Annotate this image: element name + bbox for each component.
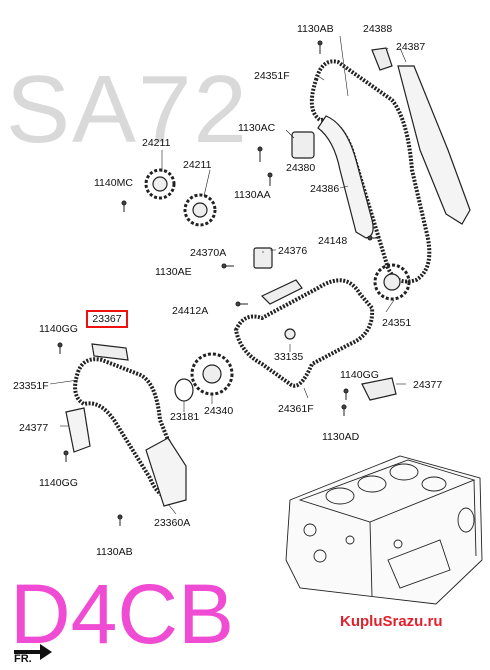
sprocket-24211-a xyxy=(144,168,176,200)
label-24376: 24376 xyxy=(278,245,308,257)
label-24361F: 24361F xyxy=(278,403,314,415)
label-24211-a: 24211 xyxy=(142,137,171,149)
sprocket-24211-b xyxy=(183,193,217,227)
label-24380: 24380 xyxy=(286,162,316,174)
label-24412A: 24412A xyxy=(172,305,209,317)
label-1140GG-left: 1140GG xyxy=(39,323,78,335)
label-24387: 24387 xyxy=(396,41,426,53)
upper-timing-chain xyxy=(309,59,432,284)
label-1130AB-top: 1130AB xyxy=(297,23,334,35)
label-24351: 24351 xyxy=(382,317,412,329)
engine-block xyxy=(285,455,483,605)
label-1130AE: 1130AE xyxy=(155,266,192,278)
label-24148: 24148 xyxy=(318,235,348,247)
label-1130AA: 1130AA xyxy=(234,189,271,201)
highlighted-part-box: 23367 xyxy=(86,310,128,328)
label-23181: 23181 xyxy=(170,411,200,423)
label-23351F: 23351F xyxy=(13,380,49,392)
label-24351F: 24351F xyxy=(254,70,290,82)
label-24377-left: 24377 xyxy=(19,422,49,434)
front-arrow xyxy=(14,644,52,660)
ring-23181 xyxy=(174,378,194,402)
label-24340: 24340 xyxy=(204,405,234,417)
label-33135: 33135 xyxy=(274,351,304,363)
label-1130AC: 1130AC xyxy=(238,122,276,134)
watermark-top: SA72 xyxy=(6,56,249,163)
label-1130AB-bottom: 1130AB xyxy=(96,546,133,558)
sprocket-24351 xyxy=(373,263,411,301)
tensioner-24377-right xyxy=(361,377,397,401)
middle-timing-chain xyxy=(233,278,375,388)
upper-tensioner-arm xyxy=(397,65,471,225)
lower-timing-chain xyxy=(73,357,185,501)
direction-label: FR. xyxy=(14,653,32,665)
label-24386: 24386 xyxy=(310,183,340,195)
label-23367: 23367 xyxy=(92,313,122,325)
label-24377-right: 24377 xyxy=(413,379,443,391)
guide-24377-left xyxy=(65,407,91,453)
label-1140MC: 1140MC xyxy=(94,177,133,189)
chain-guide-23367 xyxy=(91,343,129,361)
label-24211-b: 24211 xyxy=(183,159,212,171)
label-1140GG-bottom: 1140GG xyxy=(39,477,78,489)
watermark-bottom: D4CB xyxy=(10,567,235,661)
upper-chain-guide xyxy=(317,115,374,239)
bracket-23360A xyxy=(145,437,187,507)
label-1130AD: 1130AD xyxy=(322,431,360,443)
label-23360A: 23360A xyxy=(154,517,191,529)
tensioner-block xyxy=(371,47,393,71)
site-watermark: KupluSrazu.ru xyxy=(340,613,443,630)
label-24388: 24388 xyxy=(363,23,393,35)
label-24370A: 24370A xyxy=(190,247,227,259)
middle-guide xyxy=(260,279,303,305)
label-1140GG-right: 1140GG xyxy=(340,369,379,381)
upper-tensioner xyxy=(291,131,315,159)
